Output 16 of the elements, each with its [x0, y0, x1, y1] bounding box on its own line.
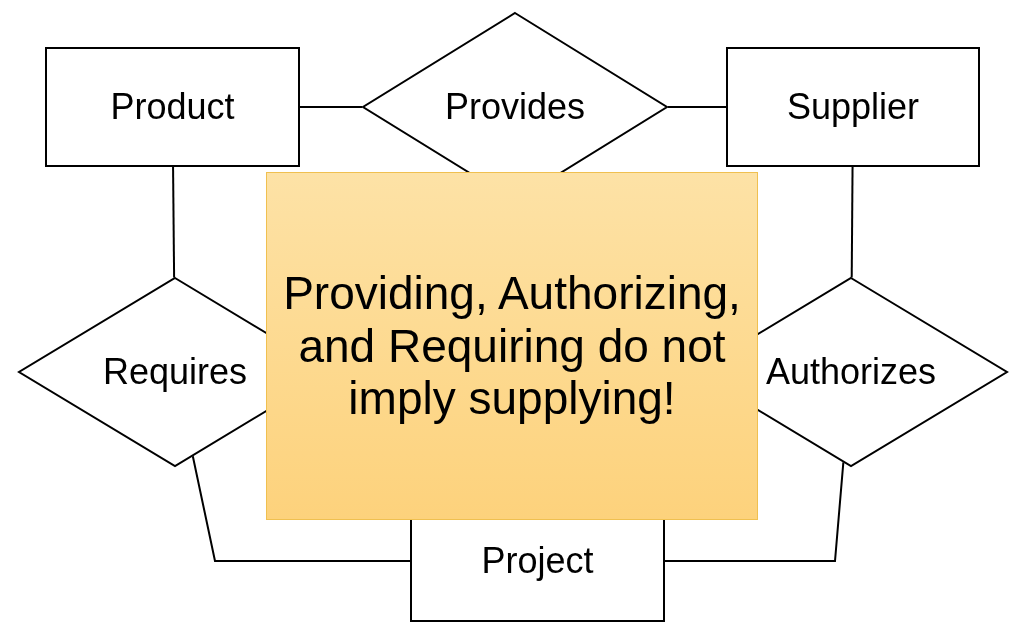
connector-line — [850, 166, 854, 279]
entity-label: Product — [110, 86, 235, 128]
connector-line — [172, 166, 176, 279]
connector-line — [191, 455, 411, 562]
relationship-label: Provides — [444, 86, 586, 128]
connector-line — [667, 106, 727, 108]
entity-label: Supplier — [786, 86, 920, 128]
entity-box — [726, 47, 980, 167]
connector-line — [299, 106, 363, 108]
entity-label: Project — [481, 540, 594, 582]
entity-box — [45, 47, 300, 167]
note-text: Providing, Authorizing, and Requiring do not imply supplying! — [282, 266, 742, 426]
note-tooltip — [266, 172, 758, 520]
relationship-label: Authorizes — [765, 351, 937, 393]
relationship-label: Requires — [102, 351, 248, 393]
connector-line — [664, 461, 845, 562]
